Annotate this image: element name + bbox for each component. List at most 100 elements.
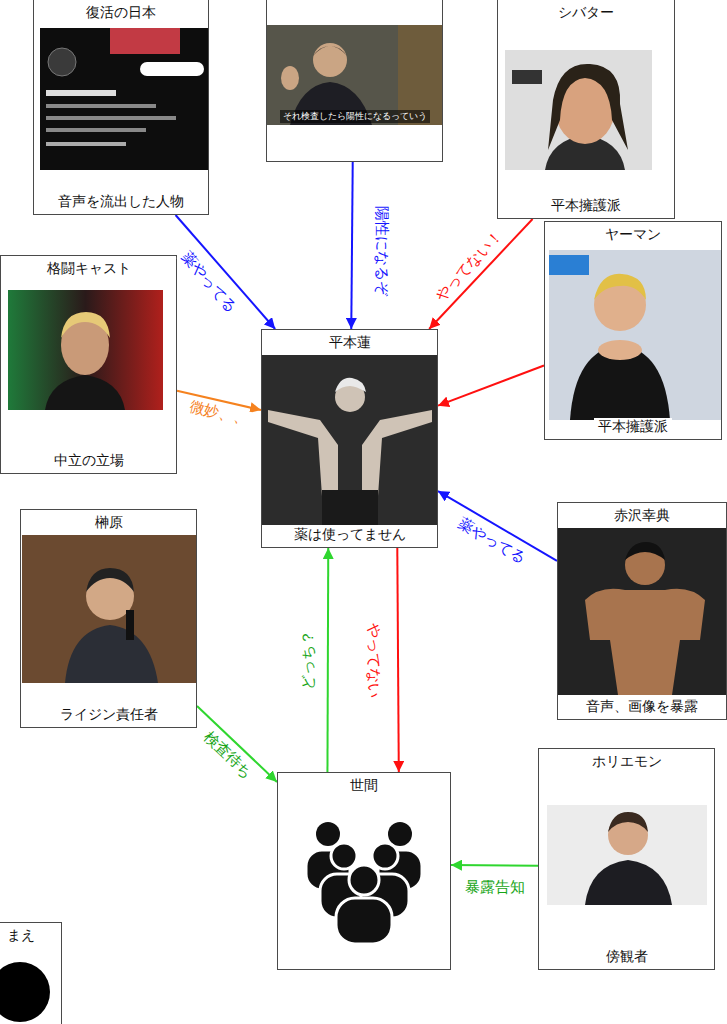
head [313,43,347,77]
follow-pill [140,62,204,76]
edge-label: 微妙、、 [186,398,252,428]
hair [548,64,628,150]
photo-bg [262,355,437,525]
name-label: ホリエモン [588,753,666,771]
relation-arrow [397,548,399,772]
screenshot-bg [40,28,208,170]
relation-arrow [451,864,538,867]
person-box: それ検査したら陽性になるっていう [266,0,443,162]
name-label: 世間 [346,777,382,795]
edge-label: やってない [366,621,383,700]
text-line [46,142,126,146]
video-still [267,25,442,125]
name-label: 平本蓮 [325,334,375,352]
screenshot-banner [110,28,180,54]
name-label: シバター [554,4,618,22]
person-box: 世間 [277,772,451,970]
person-box: まえ [0,922,62,1024]
edge-label: 暴露告知 [463,879,527,896]
photo-bg [547,805,707,905]
relation-arrow [326,548,329,772]
person-box: ヤーマン平本擁護派 [544,221,722,440]
person-box: 赤沢幸典音声、画像を暴露 [557,502,727,720]
edge-label: 薬やってる [177,247,241,317]
role-label: ライジン責任者 [56,706,162,724]
avatar-circle [0,962,50,1022]
relation-arrow [438,366,544,406]
role-label: 中立の立場 [50,452,128,470]
photo-bg [22,535,196,683]
person-box: 格闘キャスト中立の立場 [0,255,177,474]
hair [625,542,665,560]
person-head [331,843,357,869]
person-head [349,865,379,895]
edge-label: 陽性になるぞ [374,204,391,298]
hands [598,340,642,360]
portrait [557,528,727,695]
person-box: ホリエモン傍観者 [538,748,715,970]
portrait [505,50,652,170]
person-box: 榊原ライジン責任者 [20,509,197,728]
hair [594,274,646,300]
photo-bg [505,50,652,170]
hair [608,812,648,832]
person-head [372,843,398,869]
microphone [126,610,134,640]
role-label: 薬は使ってません [290,526,410,544]
portrait [8,290,163,410]
name-label: 格闘キャスト [43,260,135,278]
name-label: 復活の日本 [82,4,160,22]
logo-block [512,70,542,84]
text-line [46,116,176,120]
body [45,375,125,410]
hand [281,66,299,90]
photo-bg [267,25,442,125]
hair [313,46,347,56]
role-label: 傍観者 [602,948,652,966]
name-label: 榊原 [91,514,127,532]
profile-screenshot [40,28,208,170]
person-box: 復活の日本音声を流出した人物 [33,0,209,215]
hair [61,312,110,338]
shorts [322,490,378,525]
role-label: 音声を流出した人物 [54,193,188,211]
avatar [48,48,76,76]
person-head [316,822,340,846]
person-head [388,822,412,846]
torso-arms [268,410,432,525]
torso [585,589,705,695]
edge-label: どっち？ [300,628,317,692]
person-body [336,898,392,944]
name-label: まえ [3,927,39,945]
role-label: 音声、画像を暴露 [582,698,702,716]
relation-arrow [429,219,532,329]
relation-arrow [176,215,276,329]
role-label: 平本擁護派 [547,197,625,215]
person-box: 平本蓮薬は使ってません [261,329,438,548]
relation-arrow [351,162,352,329]
person-box: シバター平本擁護派 [497,0,675,219]
name-label: ヤーマン [601,226,665,244]
text-line [46,104,156,108]
portrait [549,250,721,420]
edge-label: 検査待ち [199,727,256,783]
portrait [547,805,707,905]
crowd-icon [306,822,422,944]
text-line [46,90,116,96]
photo-bg [8,290,163,410]
body [65,625,158,683]
photo-bg [549,250,721,420]
text-line [46,128,146,132]
edge-label: やってない！ [431,226,507,306]
hair [335,378,366,392]
subtitle: それ検査したら陽性になるっていう [280,110,430,123]
photo-bg [557,528,727,695]
edge-label: 薬やってる [453,514,530,568]
name-label: 赤沢幸典 [610,507,674,525]
role-label: 平本擁護派 [594,418,672,436]
body [585,860,672,905]
portrait [22,535,196,683]
hair [86,568,134,592]
banner [549,255,589,275]
